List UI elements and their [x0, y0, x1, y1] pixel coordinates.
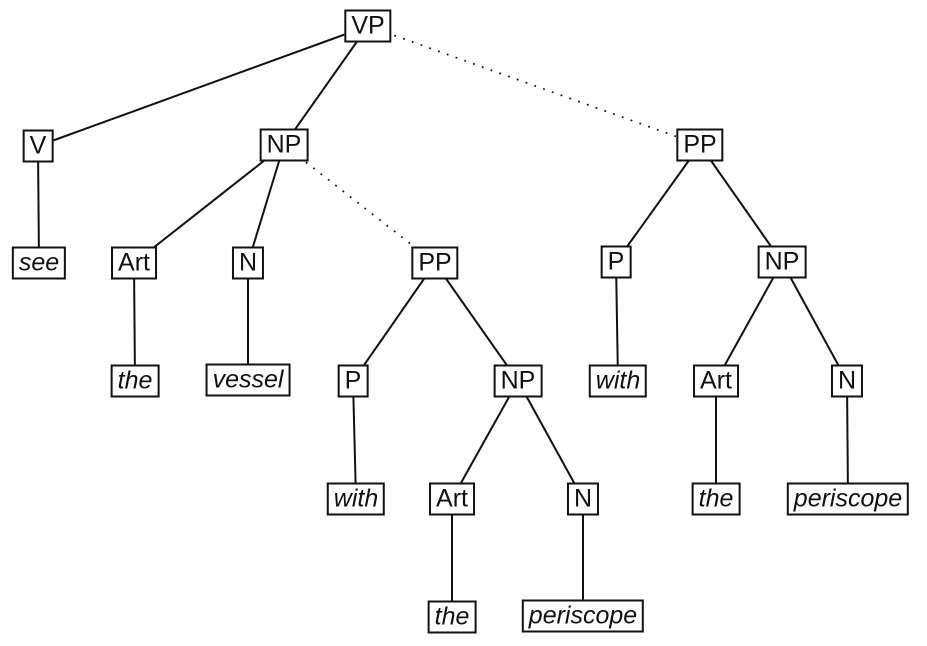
tree-node-vp-root: VP [344, 9, 392, 43]
edge-vp-pp_vp-dotted [367, 25, 701, 146]
tree-node-art-right: Art [693, 364, 739, 398]
tree-leaf-see: see [11, 246, 67, 280]
tree-leaf-vessel: vessel [205, 363, 291, 397]
tree-node-pp-vp-attached: PP [676, 128, 724, 162]
tree-node-v: V [22, 129, 54, 163]
edge-np_obj-pp_np-dotted [283, 144, 436, 264]
tree-leaf-with-middle: with [326, 482, 386, 516]
edge-np_ppvp-n_ppvp [781, 261, 848, 382]
tree-node-art-middle: Art [429, 482, 475, 516]
edge-p_vp-with_vp [615, 261, 619, 382]
edge-vp-v [37, 25, 369, 147]
edge-vp-np_obj [283, 25, 369, 146]
edge-pp_np-np_ppnp [434, 262, 519, 382]
tree-leaf-the-right: the [691, 482, 741, 516]
tree-node-np-middle: NP [493, 364, 543, 398]
edge-pp_np-p_np [352, 262, 436, 382]
tree-node-p-right: P [600, 245, 632, 279]
edge-np_ppnp-art_ppnp [451, 380, 519, 500]
edge-art_obj-the_obj [133, 262, 136, 382]
edge-np_ppnp-n_ppnp [517, 380, 584, 500]
edge-np_ppvp-art_ppvp [715, 261, 783, 382]
tree-node-pp-np-attached: PP [411, 246, 459, 280]
tree-node-n-right: N [830, 364, 864, 398]
tree-leaf-periscope-right: periscope [786, 482, 910, 516]
tree-leaf-periscope-middle: periscope [521, 599, 645, 633]
edge-pp_vp-np_ppvp [699, 144, 783, 263]
tree-node-n-object: N [231, 246, 265, 280]
edge-np_obj-art_obj [133, 144, 285, 264]
edge-np_obj-n_obj [247, 144, 285, 264]
edge-n_ppvp-periscope_ppvp [846, 380, 849, 500]
edge-p_np-with_np [352, 380, 357, 500]
tree-node-n-middle: N [566, 482, 600, 516]
tree-leaf-the-middle: the [427, 600, 477, 634]
tree-leaf-the-object: the [110, 364, 160, 398]
edge-pp_vp-p_vp [615, 144, 701, 263]
tree-node-np-object: NP [259, 128, 309, 162]
tree-node-art-object: Art [111, 246, 157, 280]
edge-v-see [37, 145, 40, 264]
tree-leaf-with-right: with [588, 364, 648, 398]
tree-node-p-middle: P [337, 364, 369, 398]
tree-node-np-right: NP [757, 245, 807, 279]
